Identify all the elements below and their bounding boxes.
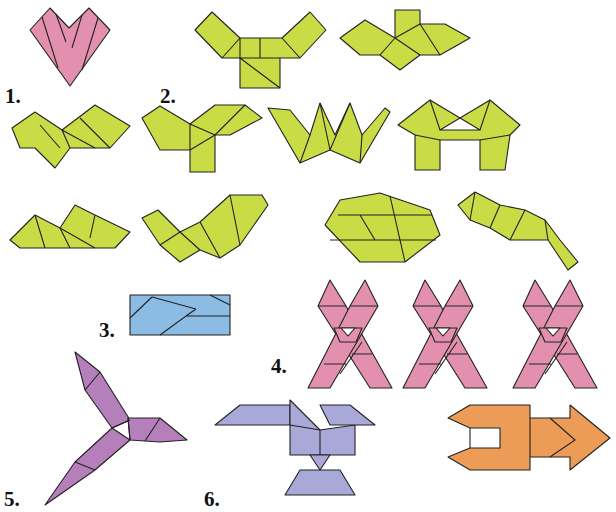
callout-number: 2.	[160, 86, 176, 107]
green-figures	[10, 10, 578, 270]
bird-figure	[215, 400, 375, 495]
rectangle-figure	[130, 295, 230, 335]
callout-number: 3.	[99, 320, 115, 341]
callout-number: 1.	[5, 86, 21, 107]
callout-number: 6.	[204, 489, 220, 510]
heart-figure	[30, 8, 110, 86]
callout-number: 4.	[271, 356, 287, 377]
pinwheel-figure	[45, 352, 187, 505]
callout-number: 5.	[4, 489, 20, 510]
ribbon-figures	[308, 280, 597, 388]
arrow-figure	[448, 405, 610, 470]
